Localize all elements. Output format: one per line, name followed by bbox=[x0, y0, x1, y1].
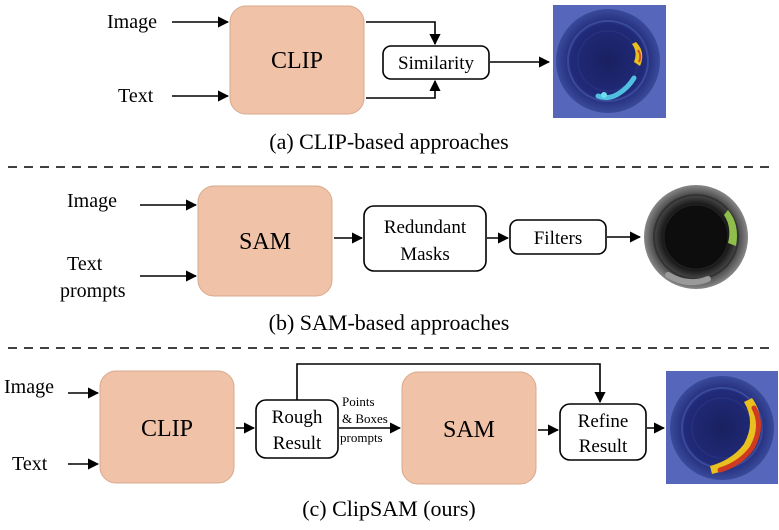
panel-c-image-label: Image bbox=[4, 376, 54, 398]
redundant-masks-line1: Redundant bbox=[384, 217, 467, 238]
sam-label-b: SAM bbox=[239, 229, 291, 255]
panel-b-text-label-line1: Text bbox=[67, 253, 103, 275]
sam-box-b bbox=[197, 185, 333, 297]
arrow-clip-to-similarity-bottom bbox=[366, 79, 441, 99]
caption-a: (a) CLIP-based approaches bbox=[269, 129, 508, 154]
rough-result-line1: Rough bbox=[272, 407, 323, 428]
panel-c: Image Text CLIP Rough Result Points & Bo… bbox=[4, 363, 778, 521]
panel-a-text-label: Text bbox=[118, 85, 154, 107]
arrow-clip-to-similarity-top bbox=[366, 21, 441, 46]
panel-a: Image Text CLIP Similarity (a) CLIP-base… bbox=[107, 5, 666, 154]
refine-result-box bbox=[559, 403, 647, 461]
clip-box-c bbox=[99, 370, 235, 484]
prompt-label-line1: Points bbox=[342, 394, 375, 409]
caption-b: (b) SAM-based approaches bbox=[269, 310, 510, 335]
filters-box bbox=[509, 219, 607, 255]
clip-label-a: CLIP bbox=[271, 48, 323, 74]
output-heatmap-c bbox=[666, 371, 778, 484]
similarity-label: Similarity bbox=[398, 53, 475, 74]
clip-box-a bbox=[229, 5, 365, 115]
redundant-masks-line2: Masks bbox=[400, 244, 450, 265]
caption-c: (c) ClipSAM (ours) bbox=[302, 496, 476, 521]
refine-result-line2: Result bbox=[579, 436, 628, 457]
sam-box-c bbox=[401, 371, 537, 485]
prompt-label-line2: & Boxes bbox=[342, 411, 388, 426]
similarity-box bbox=[382, 45, 490, 80]
panel-c-text-label: Text bbox=[12, 453, 48, 475]
rough-result-line2: Result bbox=[273, 433, 322, 454]
panel-b-image-label: Image bbox=[67, 190, 117, 212]
arrow-rough-to-refine bbox=[296, 363, 606, 404]
redundant-masks-box bbox=[363, 205, 487, 272]
panel-b-text-label-line2: prompts bbox=[60, 280, 126, 302]
filters-label: Filters bbox=[534, 228, 583, 249]
refine-result-line1: Refine bbox=[578, 411, 629, 432]
panel-b: Image Text prompts SAM Redundant Masks F… bbox=[60, 185, 748, 335]
prompt-label-line3: prompts bbox=[340, 430, 383, 445]
output-heatmap-a bbox=[553, 5, 666, 118]
sam-label-c: SAM bbox=[443, 417, 495, 443]
panel-a-image-label: Image bbox=[107, 11, 157, 33]
output-mask-b bbox=[644, 185, 748, 289]
clip-label-c: CLIP bbox=[141, 416, 193, 442]
